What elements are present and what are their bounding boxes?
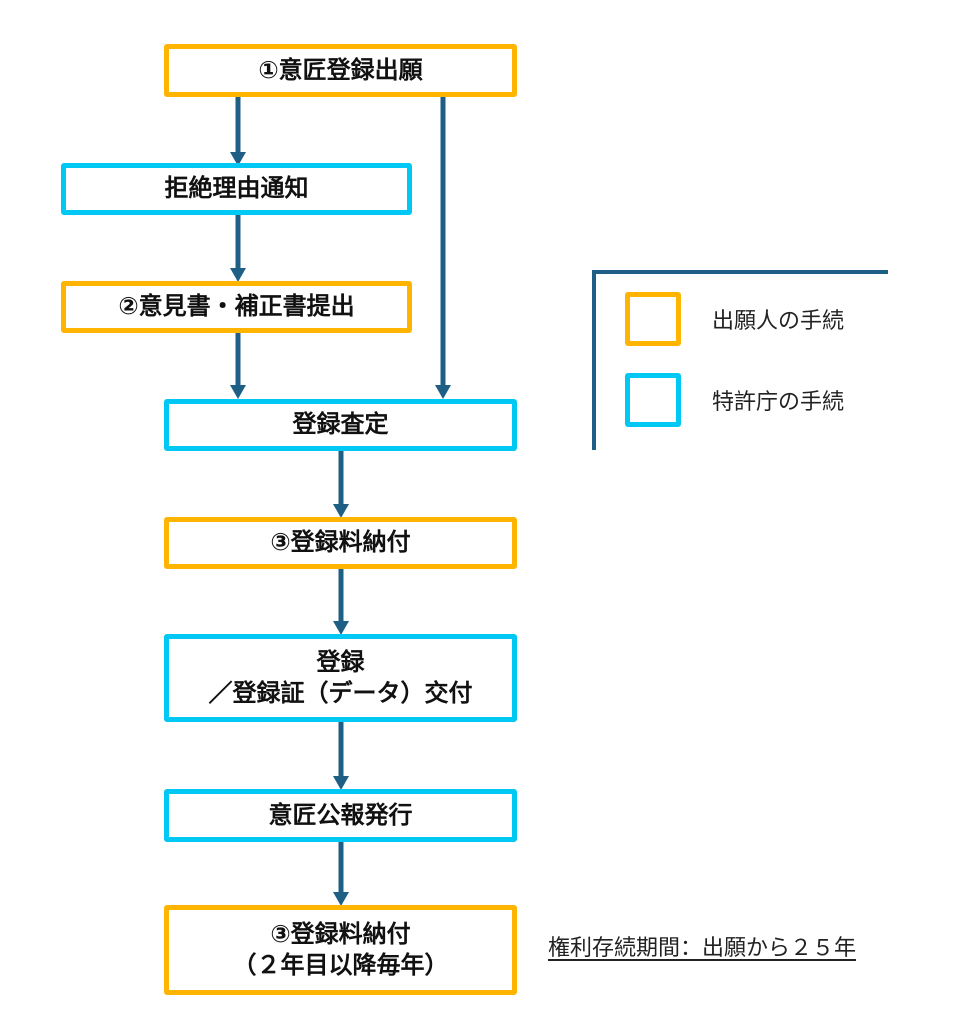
step-registration-decision: 登録査定 [164, 399, 517, 451]
arrowhead-fee-to-registration [333, 621, 349, 635]
legend-office-label: 特許庁の手続 [712, 390, 845, 415]
step-application: ①意匠登録出願 [164, 44, 517, 97]
step-response-label: ②意見書・補正書提出 [118, 292, 355, 321]
arrowhead-rejection-to-response [230, 268, 246, 282]
step-registration-decision-label: 登録査定 [292, 410, 389, 439]
legend-applicant-swatch [625, 292, 681, 346]
step-rejection-notice-label: 拒絶理由通知 [164, 174, 309, 203]
arrowhead-gazette-to-annual-fee [333, 892, 349, 906]
arrowhead-application-to-decision [435, 385, 451, 399]
arrowhead-response-to-decision [230, 385, 246, 399]
legend [592, 270, 888, 450]
step-rejection-notice: 拒絶理由通知 [61, 163, 412, 215]
step-registration: 登録 ／登録証（データ）交付 [164, 634, 517, 722]
arrowhead-decision-to-fee [333, 504, 349, 518]
step-fee-payment-label: ③登録料納付 [270, 528, 411, 557]
step-application-label: ①意匠登録出願 [258, 55, 423, 84]
arrowhead-registration-to-gazette [333, 776, 349, 790]
step-annual-fee: ③登録料納付 （２年目以降毎年） [164, 905, 517, 995]
term-note: 権利存続期間：出願から２５年 [548, 936, 857, 961]
arrowhead-application-to-rejection [230, 152, 246, 166]
step-fee-payment: ③登録料納付 [164, 517, 517, 569]
step-gazette-label: 意匠公報発行 [268, 800, 413, 829]
step-registration-label: 登録 ／登録証（データ）交付 [208, 647, 473, 707]
legend-office-swatch [625, 373, 681, 427]
legend-applicant-label: 出願人の手続 [712, 309, 845, 334]
step-response: ②意見書・補正書提出 [61, 281, 412, 333]
step-gazette: 意匠公報発行 [164, 789, 517, 842]
step-annual-fee-label: ③登録料納付 （２年目以降毎年） [232, 919, 449, 979]
